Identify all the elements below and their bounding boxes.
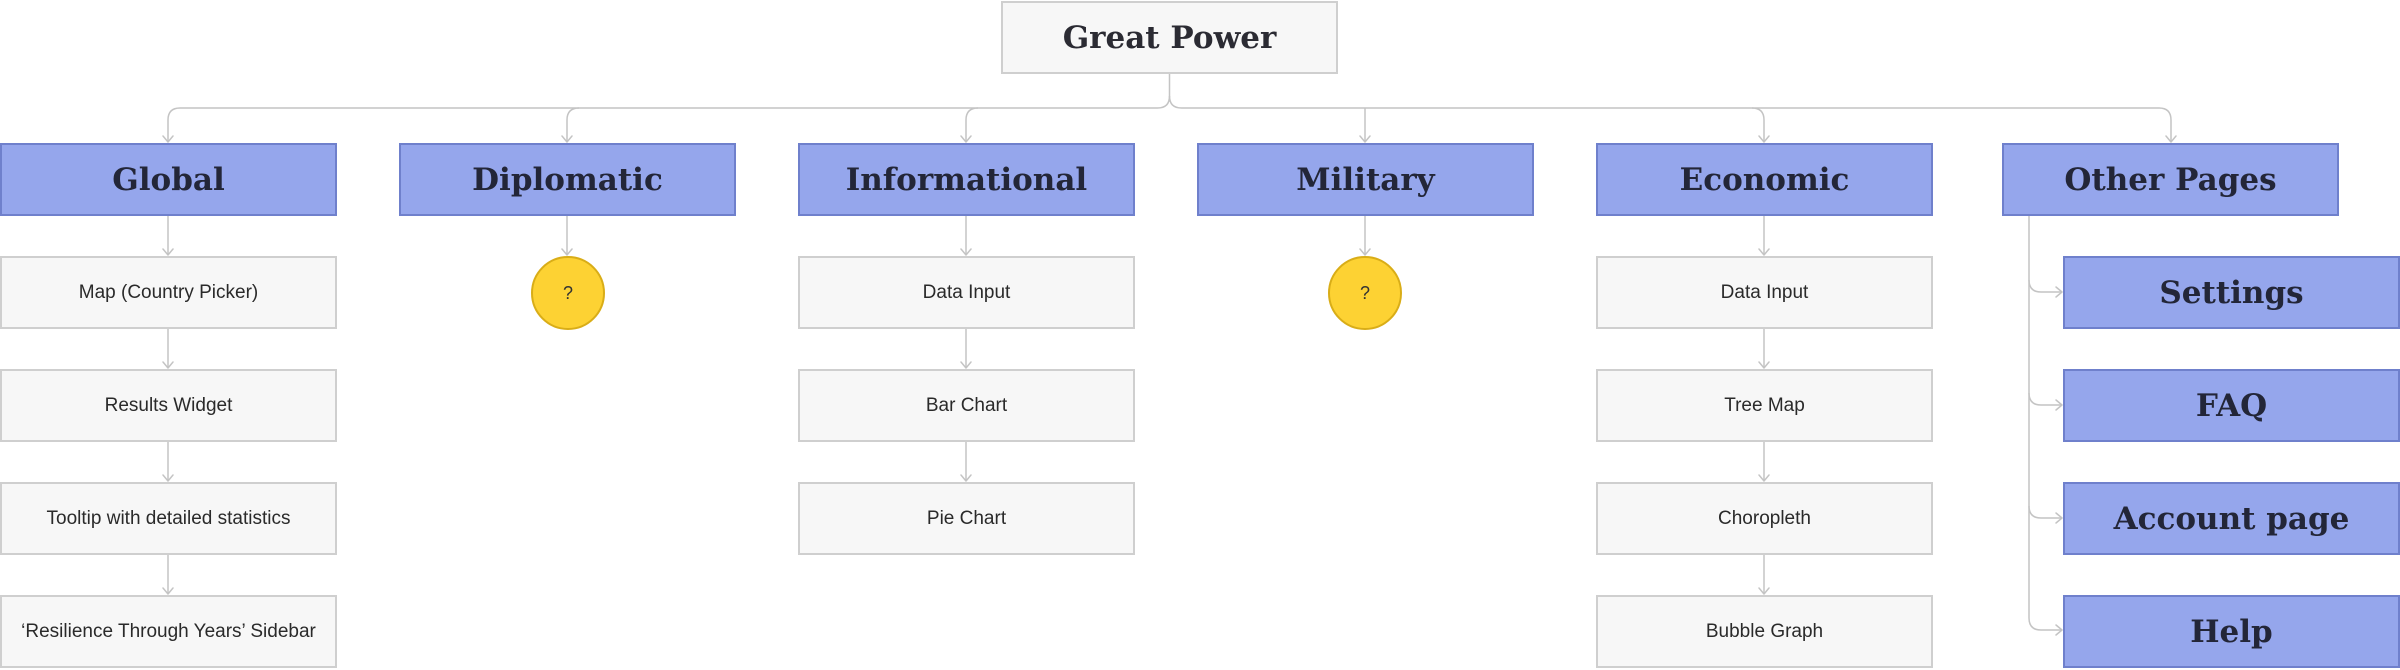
arrowhead	[960, 361, 972, 369]
page-help: Help	[2063, 595, 2400, 668]
informational-item-bar-chart: Bar Chart	[798, 369, 1135, 442]
informational-item-pie-chart: Pie Chart	[798, 482, 1135, 555]
root-node-great-power: Great Power	[1001, 1, 1338, 74]
connector-to-faq	[2028, 392, 2061, 406]
arrowhead	[1758, 248, 1770, 256]
connector-to-economic	[1751, 107, 1765, 141]
connector-to-diplomatic	[566, 107, 580, 141]
arrowhead	[162, 135, 174, 143]
arrowhead	[561, 248, 573, 256]
arrowhead	[960, 135, 972, 143]
page-faq: FAQ	[2063, 369, 2400, 442]
informational-item-data-input: Data Input	[798, 256, 1135, 329]
arrowhead	[2165, 135, 2177, 143]
arrowhead	[2055, 399, 2063, 411]
category-other-pages: Other Pages	[2002, 143, 2339, 216]
connector-to-informational	[965, 107, 979, 141]
arrowhead	[561, 135, 573, 143]
arrowhead	[2055, 624, 2063, 636]
arrowhead	[162, 361, 174, 369]
global-item-tooltip: Tooltip with detailed statistics	[0, 482, 337, 555]
arrowhead	[1758, 587, 1770, 595]
arrowhead	[1758, 474, 1770, 482]
connector-root	[167, 74, 1171, 141]
arrowhead	[1758, 361, 1770, 369]
arrowhead	[162, 587, 174, 595]
category-global: Global	[0, 143, 337, 216]
arrowhead	[2055, 286, 2063, 298]
diplomatic-unknown-node: ?	[531, 256, 605, 330]
military-unknown-node: ?	[1328, 256, 1402, 330]
economic-item-tree-map: Tree Map	[1596, 369, 1933, 442]
arrowhead	[1359, 135, 1371, 143]
arrowhead	[960, 474, 972, 482]
arrowhead	[162, 474, 174, 482]
page-settings: Settings	[2063, 256, 2400, 329]
connector-to-account	[2028, 505, 2061, 519]
economic-item-choropleth: Choropleth	[1596, 482, 1933, 555]
economic-item-bubble-graph: Bubble Graph	[1596, 595, 1933, 668]
global-item-map-country-picker: Map (Country Picker)	[0, 256, 337, 329]
arrowhead	[960, 248, 972, 256]
economic-item-data-input: Data Input	[1596, 256, 1933, 329]
connector-to-settings	[2028, 279, 2061, 293]
category-military: Military	[1197, 143, 1534, 216]
arrowhead	[1359, 248, 1371, 256]
arrowhead	[2055, 512, 2063, 524]
global-item-resilience-sidebar: ‘Resilience Through Years’ Sidebar	[0, 595, 337, 668]
connector-other-pages	[2028, 216, 2061, 631]
arrowhead	[1758, 135, 1770, 143]
connector-bus-right	[1168, 95, 2172, 141]
page-account: Account page	[2063, 482, 2400, 555]
category-diplomatic: Diplomatic	[399, 143, 736, 216]
category-economic: Economic	[1596, 143, 1933, 216]
arrowhead	[162, 248, 174, 256]
global-item-results-widget: Results Widget	[0, 369, 337, 442]
category-informational: Informational	[798, 143, 1135, 216]
